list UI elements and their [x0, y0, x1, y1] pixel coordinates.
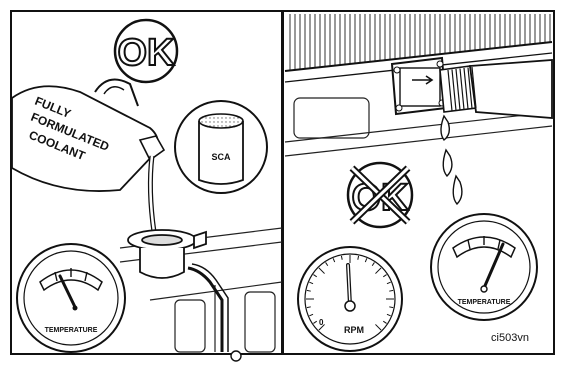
filter-label: SCA	[211, 152, 231, 162]
temperature-gauge-left: TEMPERATURE	[17, 244, 125, 352]
right-panel: OK 0 RPM TEMPERATURE ci503vn	[283, 11, 554, 354]
ok-label: OK	[118, 32, 176, 74]
gauge-label-right: TEMPERATURE	[458, 299, 511, 306]
ok-badge: OK	[115, 20, 177, 82]
rpm-gauge-label: RPM	[344, 325, 364, 335]
gauge-label-left: TEMPERATURE	[45, 327, 98, 334]
temperature-gauge-right: TEMPERATURE	[431, 214, 537, 320]
rpm-zero: 0	[319, 318, 324, 327]
left-panel: OK FULLY FORMULATED COOLANT	[11, 11, 282, 361]
rpm-gauge: 0 RPM	[298, 247, 402, 351]
not-ok-badge: OK	[348, 163, 412, 227]
figure-id: ci503vn	[491, 332, 529, 344]
sca-filter: SCA	[175, 101, 267, 193]
